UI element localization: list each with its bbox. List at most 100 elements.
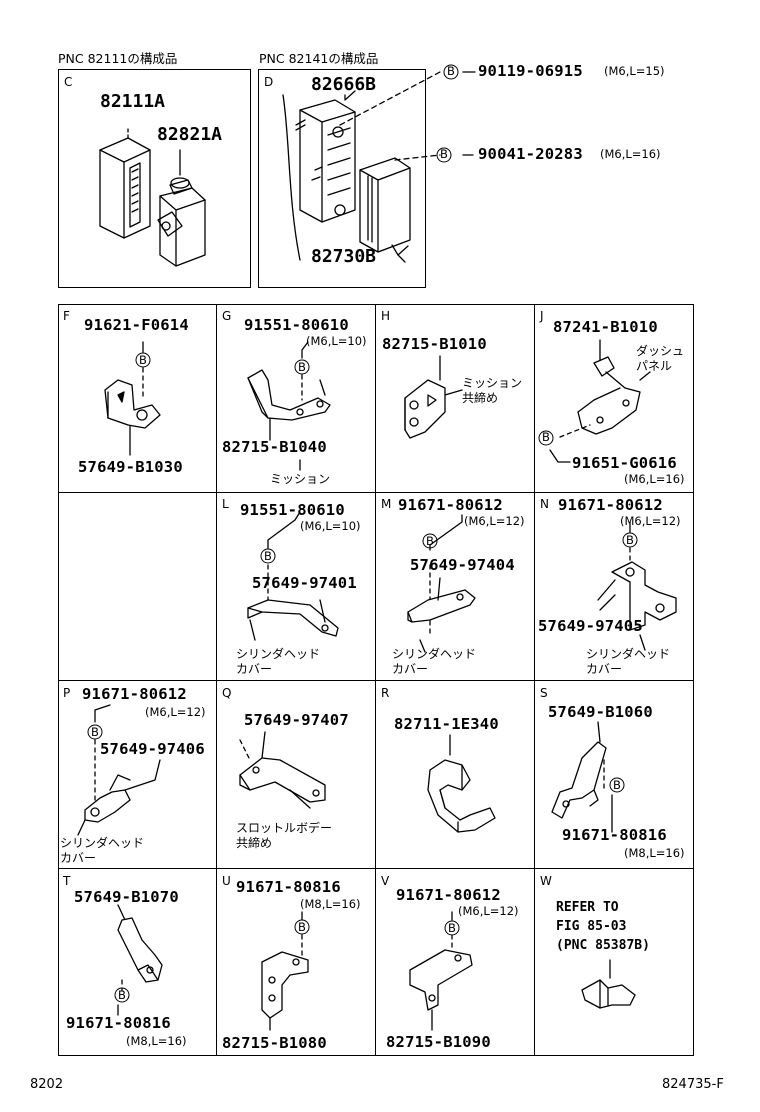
part-91671-80816-U: 91671-80816 [236, 878, 341, 896]
cell-S-letter: S [540, 686, 548, 700]
part-91551-80610-L: 91551-80610 [240, 501, 345, 519]
panel-D-letter: D [264, 75, 274, 89]
cell-L-note: シリンダヘッド カバー [236, 647, 321, 676]
part-82111A: 82111A [100, 91, 166, 112]
cell-T-marker: B [118, 988, 126, 1002]
cell-H-note: ミッション 共締め [462, 376, 523, 405]
cell-L-marker: B [264, 549, 272, 563]
footer-right-code: 824735-F [662, 1077, 724, 1092]
part-91551-80610-G: 91551-80610 [244, 316, 349, 334]
bolt-markers [87, 64, 638, 1003]
cell-J-marker: B [542, 430, 550, 444]
relay-block-drawing [99, 127, 151, 239]
cell-V-letter: V [381, 874, 390, 888]
cell-W-ref-line2: FIG 85-03 [556, 919, 627, 934]
bracket-V-drawing [409, 911, 473, 1031]
cell-M-letter: M [381, 497, 392, 511]
spec-90119: (M6,L=15) [604, 64, 665, 78]
ecu-module-drawing [282, 94, 411, 261]
part-57649-97405: 57649-97405 [538, 617, 643, 635]
cell-G-note: ミッション [270, 472, 331, 486]
cell-R-letter: R [381, 686, 390, 700]
bracket-J-drawing [549, 339, 651, 463]
cell-P-marker: B [91, 725, 99, 739]
part-57649-97407: 57649-97407 [244, 711, 349, 729]
cell-J-note: ダッシュ パネル [636, 344, 685, 373]
part-57649-97404: 57649-97404 [410, 556, 515, 574]
part-57649-97406: 57649-97406 [100, 740, 205, 758]
cell-H-letter: H [381, 309, 391, 323]
cell-M-note: シリンダヘッド カバー [392, 647, 477, 676]
cell-W-letter: W [540, 874, 552, 888]
bracket-U-drawing [261, 911, 309, 1031]
cell-W-ref-line1: REFER TO [556, 900, 619, 915]
part-87241-B1010: 87241-B1010 [553, 318, 658, 336]
part-82666B: 82666B [311, 74, 377, 95]
cell-J-spec: (M6,L=16) [624, 472, 685, 486]
part-90041-20283: 90041-20283 [478, 145, 583, 163]
cell-F-marker: B [139, 353, 147, 367]
leader-lines-top [339, 71, 476, 263]
cell-P-spec: (M6,L=12) [145, 705, 206, 719]
cell-G-letter: G [222, 309, 232, 323]
cell-P-letter: P [63, 686, 71, 700]
part-91621-F0614: 91621-F0614 [84, 316, 189, 334]
panel-C-letter: C [64, 75, 73, 89]
connector-drawing [157, 149, 206, 267]
bracket-G-drawing [247, 341, 331, 471]
part-82730B: 82730B [311, 246, 377, 267]
bracket-N-drawing [597, 521, 677, 651]
cell-S-marker: B [613, 778, 621, 792]
part-91651-G0616: 91651-G0616 [572, 454, 677, 472]
part-82715-B1010: 82715-B1010 [382, 335, 487, 353]
cell-U-letter: U [222, 874, 231, 888]
bracket-F-drawing [104, 341, 161, 456]
cell-U-marker: B [298, 920, 306, 934]
cell-G-spec: (M6,L=10) [306, 334, 367, 348]
bracket-H-drawing [404, 355, 463, 439]
panel-D [258, 69, 426, 288]
cell-V-marker: B [448, 921, 456, 935]
cell-F-letter: F [63, 309, 70, 323]
bracket-S-drawing [551, 721, 613, 833]
cell-U-spec: (M8,L=16) [300, 897, 361, 911]
cell-V-spec: (M6,L=12) [458, 904, 519, 918]
cell-M-spec: (M6,L=12) [464, 514, 525, 528]
bracket-P-drawing [77, 704, 161, 836]
part-90119-06915: 90119-06915 [478, 62, 583, 80]
cell-N-spec: (M6,L=12) [620, 514, 681, 528]
marker-bolt-2: B [440, 147, 448, 161]
cell-G-marker: B [298, 360, 306, 374]
caption-pnc-82111: PNC 82111の構成品 [58, 51, 178, 66]
cell-M-marker: B [426, 534, 434, 548]
cell-P-note: シリンダヘッド カバー [60, 836, 145, 865]
part-91671-80816-T: 91671-80816 [66, 1014, 171, 1032]
spec-90041: (M6,L=16) [600, 147, 661, 161]
bracket-Q-drawing [239, 731, 326, 809]
cell-J-letter: J [540, 309, 544, 323]
cell-N-marker: B [626, 533, 634, 547]
part-57649-B1070: 57649-B1070 [74, 888, 179, 906]
part-91671-80612-M: 91671-80612 [398, 496, 503, 514]
part-91671-80612-P: 91671-80612 [82, 685, 187, 703]
caption-pnc-82141: PNC 82141の構成品 [259, 51, 379, 66]
part-57649-B1030: 57649-B1030 [78, 458, 183, 476]
part-82711-1E340: 82711-1E340 [394, 715, 499, 733]
cell-T-spec: (M8,L=16) [126, 1034, 187, 1048]
part-57649-B1060: 57649-B1060 [548, 703, 653, 721]
cell-N-letter: N [540, 497, 549, 511]
bracket-L-drawing [247, 511, 339, 641]
part-82821A: 82821A [157, 124, 223, 145]
clamp-R-drawing [427, 734, 496, 833]
cell-S-spec: (M8,L=16) [624, 846, 685, 860]
panel-C [58, 69, 251, 288]
part-82715-B1080: 82715-B1080 [222, 1034, 327, 1052]
part-91671-80612-N: 91671-80612 [558, 496, 663, 514]
cell-T-letter: T [63, 874, 71, 888]
marker-bolt-1: B [447, 64, 455, 78]
part-57649-97401: 57649-97401 [252, 574, 357, 592]
footer-left-code: 8202 [30, 1077, 64, 1092]
cell-N-note: シリンダヘッド カバー [586, 647, 671, 676]
part-82715-B1090: 82715-B1090 [386, 1033, 491, 1051]
